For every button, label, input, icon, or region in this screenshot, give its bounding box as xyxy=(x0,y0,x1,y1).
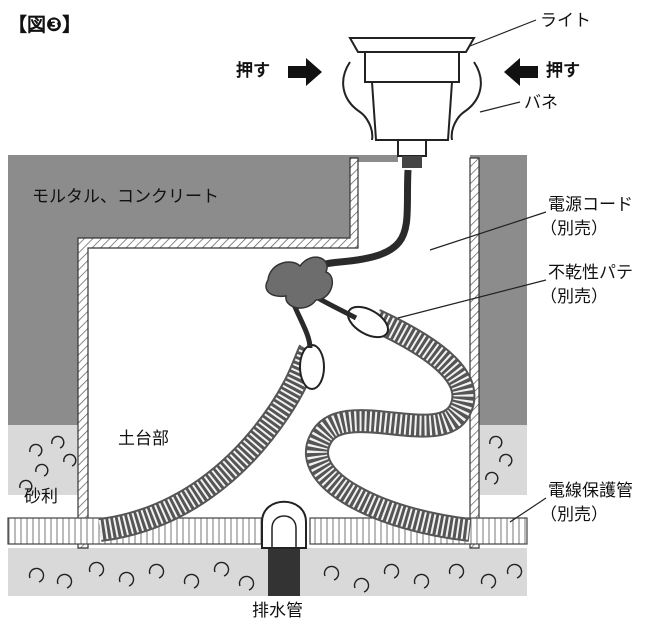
drain-cap xyxy=(261,500,307,549)
gravel-label: 砂利 xyxy=(24,487,58,507)
spring-right xyxy=(450,61,482,141)
mortar-label: モルタル、コンクリート xyxy=(32,187,219,207)
gravel-pebbles xyxy=(19,435,523,593)
putty-label: 不乾性パテ xyxy=(548,263,633,283)
base-wall-right xyxy=(469,157,480,549)
push-arrow-left xyxy=(288,58,322,86)
drain-inner xyxy=(271,515,297,548)
conduit-label: 電線保護管 xyxy=(548,481,633,501)
power-cord-label: 電源コード xyxy=(548,195,633,215)
putty-cap-right xyxy=(347,305,389,339)
putty-blob xyxy=(265,256,334,309)
drain-pipe xyxy=(268,548,300,596)
gravel-bottom xyxy=(8,548,527,596)
light-fixture xyxy=(348,37,476,168)
putty-cap-left xyxy=(299,344,325,390)
putty-note: （別売） xyxy=(540,287,608,307)
spring-label: バネ xyxy=(524,93,558,113)
conduit-note: （別売） xyxy=(540,505,608,525)
figure-label: 【図❸】 xyxy=(8,14,82,36)
drain-label: 排水管 xyxy=(252,601,303,621)
base-wall xyxy=(77,157,359,549)
leader-lines xyxy=(397,19,547,523)
push-left-label: 押す xyxy=(236,61,270,81)
power-cord-note: （別売） xyxy=(540,219,608,239)
spring-left xyxy=(342,61,374,141)
push-right-label: 押す xyxy=(546,61,580,81)
flex-conduit-right-core xyxy=(307,310,474,540)
light-label: ライト xyxy=(540,11,591,31)
base-label: 土台部 xyxy=(118,429,169,449)
push-arrow-right xyxy=(504,58,538,86)
